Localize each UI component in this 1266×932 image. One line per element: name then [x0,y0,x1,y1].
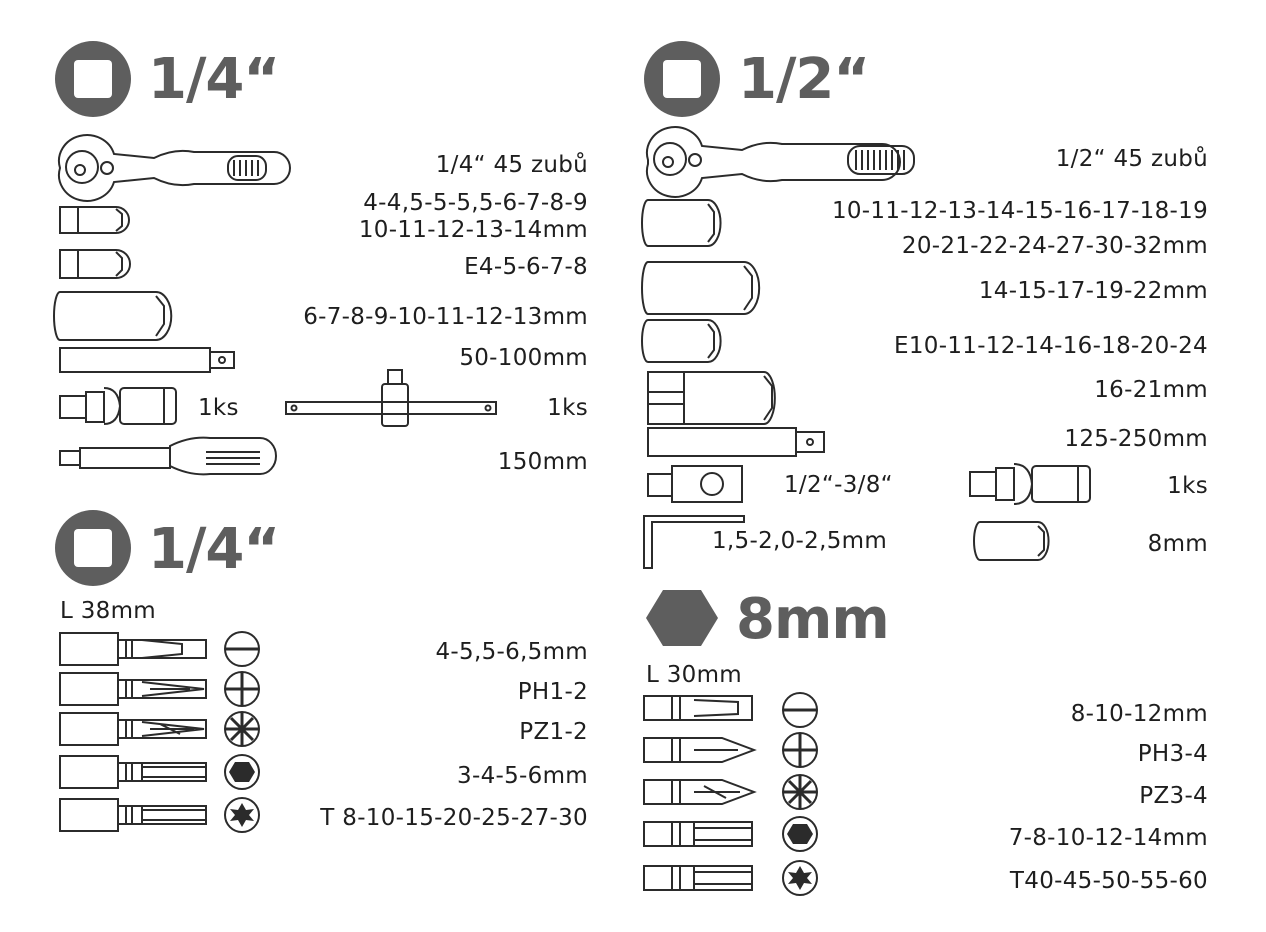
label-universal-joint-half: 1ks [1167,473,1208,499]
label-hex-keys: 1,5-2,0-2,5mm [712,528,888,554]
extension-bar-quarter-icon [59,347,235,373]
bit-torx-8mm-icon [643,860,818,896]
e-socket-half-icon [641,319,722,363]
universal-joint-half-icon [969,463,1091,505]
spark-plug-socket-icon [647,371,776,425]
label-bit-row: PH1-2 [517,679,588,705]
label-bit-row: 8-10-12mm [1070,701,1208,727]
header-quarter-bits: 1/4“ [148,517,280,582]
label-ratchet-quarter: 1/4“ 45 zubů [435,152,588,178]
bit-slotted-8mm-icon [643,692,818,728]
socket-short-quarter-icon [59,206,130,234]
square-drive-quarter-bits-icon [55,510,131,586]
label-universal-joint-quarter: 1ks [198,395,239,421]
header-8mm-bits: 8mm [736,587,890,652]
square-drive-quarter-icon [55,41,131,117]
bit-hex-8mm-icon [643,816,818,852]
deep-socket-half-icon [641,261,761,315]
socket-half-icon [641,199,722,247]
label-ratchet-half: 1/2“ 45 zubů [1055,146,1208,172]
spinner-handle-icon [59,436,277,476]
label-bit-row: PZ3-4 [1139,783,1208,809]
bit-torx-quarter-icon [59,797,260,833]
label-bit-row: 3-4-5-6mm [457,763,588,789]
label-bit-row: T40-45-50-55-60 [1009,868,1208,894]
hex-drive-8mm-icon [646,590,718,646]
bit-slotted-quarter-icon [59,631,260,667]
label-extensions-half: 125-250mm [1064,426,1208,452]
header-half-drive: 1/2“ [738,47,870,112]
hex-key-icon [643,515,745,569]
label-t-bar: 1ks [547,395,588,421]
label-extensions-quarter: 50-100mm [459,345,588,371]
label-spinner-handle: 150mm [497,449,588,475]
extension-bar-half-icon [647,427,825,457]
square-drive-half-icon [644,41,720,117]
deep-socket-quarter-icon [53,291,173,341]
label-bit-row: T 8-10-15-20-25-27-30 [320,805,588,831]
label-spark-sockets: 16-21mm [1094,377,1208,403]
label-bit-row: PH3-4 [1137,741,1208,767]
label-bit-row: 4-5,5-6,5mm [435,639,588,665]
bit-pozidriv-8mm-icon [643,774,818,810]
label-adapter: 1/2“-3/8“ [784,472,893,498]
label-deep-sockets-half: 14-15-17-19-22mm [978,278,1208,304]
label-sockets-quarter-line2: 10-11-12-13-14mm [358,217,588,243]
label-e-sockets-quarter: E4-5-6-7-8 [464,254,588,280]
adapter-half-icon [647,465,743,503]
label-sockets-half-line1: 10-11-12-13-14-15-16-17-18-19 [831,198,1208,224]
bit-hex-quarter-icon [59,754,260,790]
label-sockets-quarter-line1: 4-4,5-5-5,5-6-7-8-9 [363,190,588,216]
bit-phillips-quarter-icon [59,671,260,707]
label-deep-sockets-quarter: 6-7-8-9-10-11-12-13mm [303,304,588,330]
bit-phillips-8mm-icon [643,732,818,768]
label-bit-row: PZ1-2 [519,719,588,745]
label-sockets-half-line2: 20-21-22-24-27-30-32mm [901,233,1208,259]
label-bit-length-quarter: L 38mm [60,598,157,624]
label-bit-holder: 8mm [1147,531,1208,557]
label-e-sockets-half: E10-11-12-14-16-18-20-24 [894,333,1208,359]
t-bar-handle-icon [285,369,497,427]
label-bit-length-8mm: L 30mm [646,662,743,688]
ratchet-half-icon [645,126,915,198]
label-bit-row: 7-8-10-12-14mm [1008,825,1208,851]
ratchet-quarter-icon [57,134,291,202]
universal-joint-quarter-icon [59,387,177,425]
bit-pozidriv-quarter-icon [59,711,260,747]
header-quarter-drive: 1/4“ [148,47,280,112]
e-socket-quarter-icon [59,249,131,279]
bit-holder-socket-icon [973,521,1050,561]
